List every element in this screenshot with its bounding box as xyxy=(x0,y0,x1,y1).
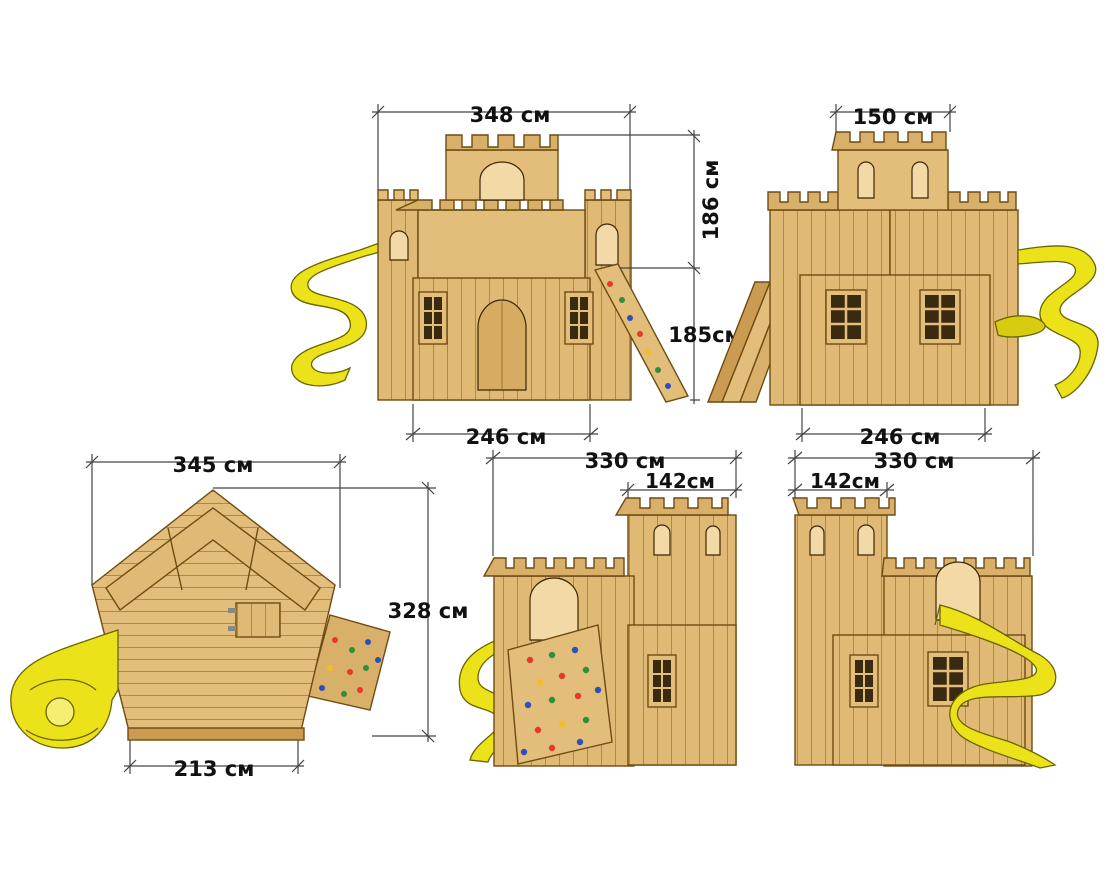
side-left-window xyxy=(647,654,677,708)
side-right-view: 330 см 142см xyxy=(787,449,1057,769)
front-main-height-label: 185см xyxy=(668,323,741,347)
top-spiral-slide xyxy=(10,629,119,749)
back-base-width-label: 246 см xyxy=(860,425,941,449)
top-hatch xyxy=(235,602,281,638)
back-top-tower xyxy=(837,149,949,211)
top-view: 345 см 328 см 213 см xyxy=(10,453,469,781)
side-right-tower-label: 142см xyxy=(810,469,880,493)
front-dimension-lines xyxy=(371,104,701,442)
front-width-top-label: 348 см xyxy=(470,103,551,127)
side-left-dimension-lines xyxy=(485,450,743,556)
side-left-climbing-wall xyxy=(507,624,613,765)
back-spiral-slide xyxy=(994,245,1099,399)
back-tower-width-label: 150 см xyxy=(853,105,934,129)
front-window-left xyxy=(418,291,448,345)
back-window-left xyxy=(824,288,868,346)
back-dimension-lines xyxy=(795,104,993,442)
side-right-window-left xyxy=(849,654,879,708)
front-base-width-label: 246 см xyxy=(466,425,547,449)
side-right-dimension-lines xyxy=(787,450,1041,556)
side-left-tower-label: 142см xyxy=(645,469,715,493)
front-spiral-slide xyxy=(290,231,411,387)
top-width-label: 345 см xyxy=(173,453,254,477)
top-depth-label: 328 см xyxy=(388,599,469,623)
back-view: 150 см 246 см xyxy=(706,104,1099,449)
top-climbing-wall xyxy=(307,614,391,711)
top-base-width-label: 213 см xyxy=(174,757,255,781)
side-right-slide xyxy=(934,604,1057,769)
back-window-right xyxy=(918,288,962,346)
front-view: 348 см 186 см 185см 246 см xyxy=(290,103,742,449)
top-dimension-lines xyxy=(85,454,436,774)
side-left-width-label: 330 см xyxy=(585,449,666,473)
front-tower-height-label: 186 см xyxy=(699,160,723,241)
side-left-view: 330 см 142см xyxy=(458,449,743,767)
front-left-turret xyxy=(377,189,419,401)
front-climbing-wall xyxy=(593,263,690,403)
front-window-right xyxy=(564,291,594,345)
side-right-width-label: 330 см xyxy=(874,449,955,473)
